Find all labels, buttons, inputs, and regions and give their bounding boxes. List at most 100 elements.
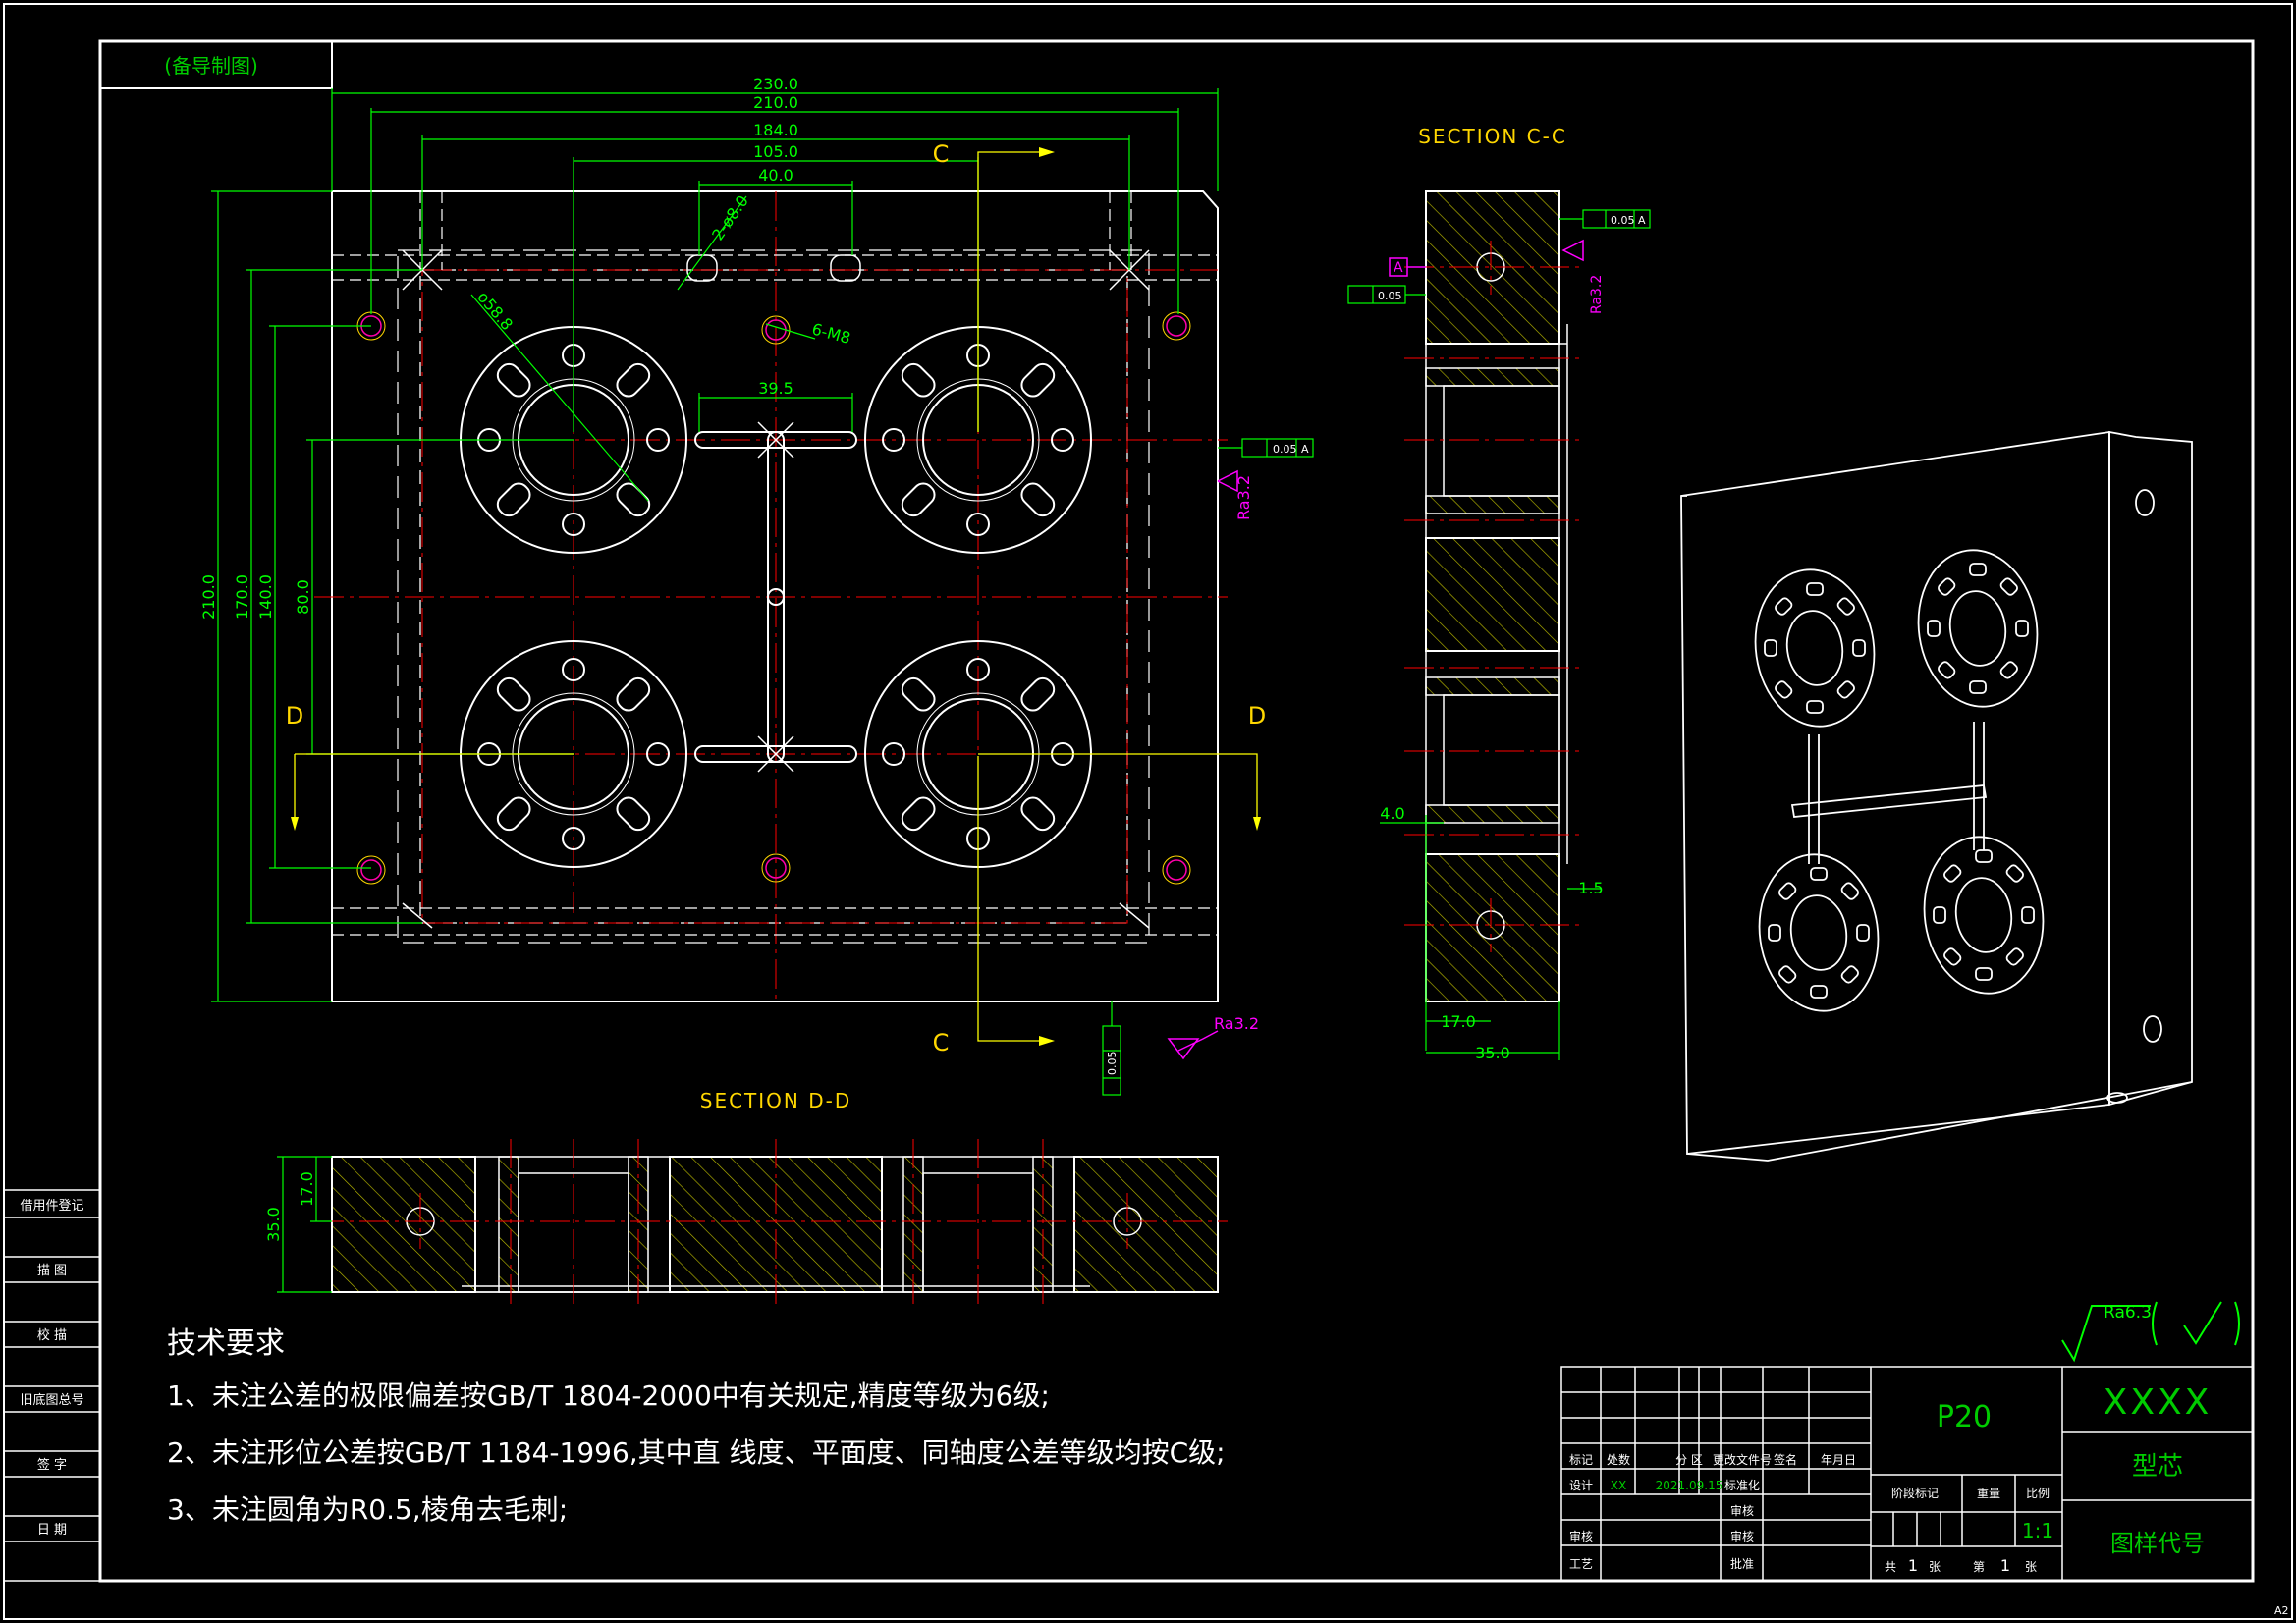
iso-cavity-slot [1768, 924, 1781, 942]
iso-cavity-slot [1806, 582, 1824, 596]
iso-cavity-slot [1810, 985, 1828, 999]
tb-total-value: 1 [1908, 1556, 1918, 1575]
isometric-view [1680, 430, 2193, 1162]
iso-cavity-slot [1938, 577, 1956, 596]
tb-designer: XX [1611, 1479, 1626, 1492]
iso-cavity-slot [1969, 680, 1987, 694]
dim-v-170: 170.0 [233, 574, 251, 620]
iso-cavity-slot [1975, 849, 1993, 863]
iso-cavity-ring [1758, 853, 1880, 1012]
iso-cavity-slot [1943, 864, 1962, 883]
tech-requirements-heading: 技术要求 [167, 1326, 285, 1361]
tech-requirement-3: 3、未注圆角为R0.5,棱角去毛刺; [167, 1493, 569, 1526]
iso-cavity-slot [1764, 639, 1777, 657]
cavity-pin-hole [562, 827, 585, 850]
cavity-pin-hole [1051, 428, 1074, 452]
tolerance-bottom-value: 0.05 [1106, 1052, 1119, 1076]
tb-col-sign: 签名 [1774, 1452, 1797, 1467]
callout-6-m8: 6-M8 [810, 319, 852, 348]
cc-dim-17: 17.0 [1441, 1012, 1476, 1031]
plan-view [314, 190, 1228, 1002]
cavity-slot [901, 482, 936, 517]
cavity-pin-hole [882, 742, 905, 766]
section-mark-d-left: D [286, 702, 303, 730]
iso-cavity-slot [1778, 965, 1797, 984]
tb-standard-label: 标准化 [1724, 1479, 1760, 1492]
title-block [1560, 1366, 2254, 1582]
cavity-pin-hole [646, 742, 670, 766]
cavity-slot [496, 482, 531, 517]
tb-col-mark: 标记 [1569, 1453, 1593, 1467]
cavity-slot [616, 796, 651, 832]
cc-roughness: Ra3.2 [1589, 275, 1605, 314]
iso-cavity-slot [1943, 947, 1962, 966]
iso-cavity-slot [1975, 967, 1993, 981]
plate-outline [331, 190, 1219, 1002]
plan-dimensions [211, 88, 1219, 1002]
iso-cavity-bore [1948, 590, 2007, 667]
tolerance-right-datum: A [1301, 443, 1309, 456]
iso-cavity-ring [1917, 549, 2039, 708]
corner-label: (备导制图) [164, 54, 258, 78]
strip-label-5: 签 字 [37, 1457, 67, 1473]
dim-210: 210.0 [753, 93, 798, 112]
section-dd [314, 1139, 1228, 1306]
iso-cavity-slot [1999, 661, 2018, 679]
iso-cavity-slot [1836, 597, 1855, 616]
strip-label-2: 描 图 [37, 1264, 67, 1278]
cavity-slot [1020, 362, 1056, 398]
iso-cavity-group [1754, 549, 2045, 1012]
cavity-slot [1020, 796, 1056, 832]
iso-cavity-slot [1775, 597, 1793, 616]
iso-cavity-slot [1938, 661, 1956, 679]
iso-cavity-bore [1785, 610, 1844, 686]
strip-label-6: 日 期 [37, 1523, 67, 1538]
iso-cavity-slot [1806, 700, 1824, 714]
iso-cavity-ring [1923, 836, 2045, 995]
cc-dim-35: 35.0 [1475, 1044, 1510, 1062]
tb-process-label: 工艺 [1569, 1557, 1593, 1571]
tb-design-label: 设计 [1569, 1479, 1593, 1492]
iso-cavity-slot [1840, 882, 1859, 900]
cavity-pin-hole [562, 513, 585, 536]
iso-cavity-slot [1775, 680, 1793, 699]
roughness-bottom: Ra3.2 [1214, 1014, 1259, 1033]
corner-label-box [99, 40, 333, 89]
cavity-slot [901, 796, 936, 832]
iso-cavity-slot [1810, 867, 1828, 881]
dim-39-5: 39.5 [758, 379, 793, 398]
tb-col-date: 年月日 [1821, 1453, 1856, 1467]
tb-col-doc: 更改文件号 [1713, 1452, 1772, 1467]
tb-scale-label: 比例 [2026, 1487, 2050, 1500]
section-dd-title: SECTION D-D [700, 1089, 852, 1112]
tech-requirement-2: 2、未注形位公差按GB/T 1184-1996,其中直 线度、平面度、同轴度公差… [167, 1436, 1226, 1469]
tb-stage-mark: 阶段标记 [1891, 1486, 1939, 1500]
callout-2-holes: 2-ø8.0 [708, 191, 752, 243]
tb-drawing-code: 图样代号 [2110, 1530, 2205, 1557]
global-roughness: Ra6.3 [2104, 1303, 2152, 1323]
iso-cavity-slot [2015, 620, 2029, 637]
iso-cavity-slot [1778, 882, 1797, 900]
iso-cavity-slot [1927, 620, 1941, 637]
dim-v-140: 140.0 [256, 574, 275, 620]
cavity-pin-hole [646, 428, 670, 452]
cavity-slot [496, 362, 531, 398]
sheet-size: A2 [2274, 1604, 2289, 1617]
cavity-pin-hole [562, 658, 585, 681]
tb-process-approve: 批准 [1730, 1556, 1754, 1571]
cc-parallelism-datum: A [1638, 214, 1646, 227]
tb-review-label: 审核 [1569, 1529, 1593, 1543]
tb-total-unit: 张 [1929, 1560, 1941, 1574]
tb-sheet-value: 1 [2000, 1556, 2010, 1575]
dim-40: 40.0 [758, 166, 793, 185]
tb-part-name: 型芯 [2132, 1452, 2183, 1482]
iso-cavity-bore [1954, 877, 2013, 953]
iso-cavity-slot [2005, 947, 2024, 966]
iso-cavity-slot [1969, 563, 1987, 576]
iso-cavity-slot [1933, 906, 1946, 924]
iso-cavity-slot [1840, 965, 1859, 984]
tolerance-right-value: 0.05 [1273, 443, 1297, 456]
cavity-pin-hole [882, 428, 905, 452]
tb-check-label: 审核 [1730, 1503, 1754, 1518]
tb-col-count: 处数 [1607, 1452, 1630, 1467]
